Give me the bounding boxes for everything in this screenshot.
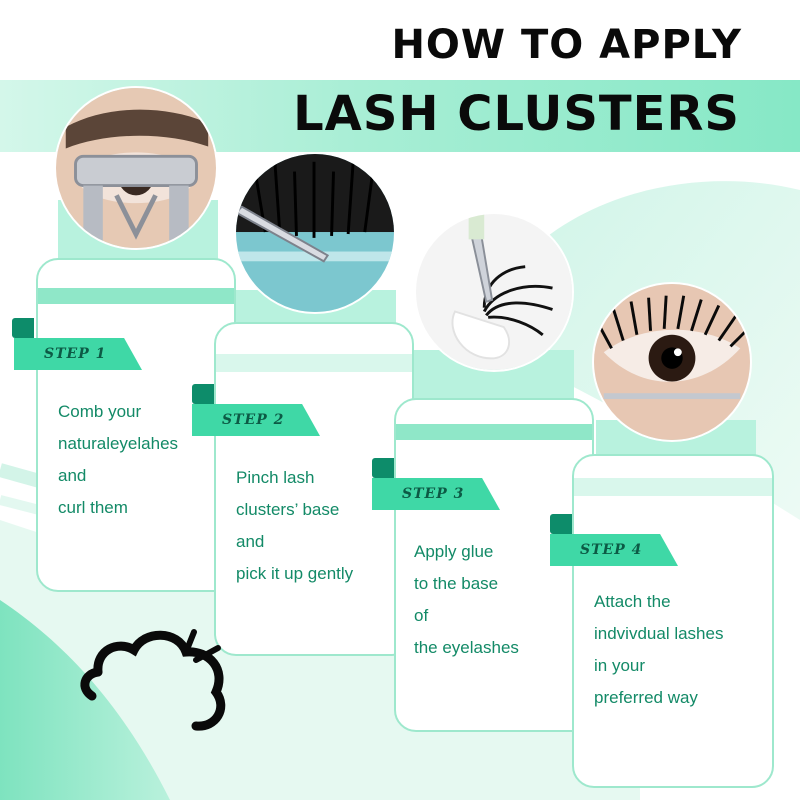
lash-tray-tweezers-photo: [234, 152, 396, 314]
cloud-doodle-icon: [80, 629, 226, 731]
step-3-banner: STEP 3: [372, 478, 500, 510]
step-1-banner: STEP 1: [14, 338, 142, 370]
step-3-instructions: Apply glue to the base of the eyelashes: [414, 536, 519, 664]
step-1-line: naturaleyelahes: [58, 434, 179, 453]
step-2-line: clusters’ base: [236, 500, 340, 519]
page-title-line-1: HOW TO APPLY: [391, 22, 742, 68]
step-4-instructions: Attach the indvivdual lashes in your pre…: [594, 586, 723, 714]
step-1-line: curl them: [58, 498, 128, 517]
step-3-line: the eyelashes: [414, 638, 519, 657]
step-3-line: to the base: [414, 574, 499, 593]
step-3-line: Apply glue: [414, 542, 494, 561]
step-2-banner: STEP 2: [192, 404, 320, 436]
step-2-instructions: Pinch lash clusters’ base and pick it up…: [236, 462, 353, 590]
step-2-tab: [192, 384, 214, 404]
step-3-line: of: [414, 606, 429, 625]
step-4-line: in your: [594, 656, 646, 675]
step-1-instructions: Comb your naturaleyelahes and curl them: [58, 396, 178, 524]
applied-lashes-eye-photo: [592, 282, 752, 442]
step-4-line: Attach the: [594, 592, 671, 611]
step-2-line: pick it up gently: [236, 564, 354, 583]
step-1-line: Comb your: [58, 402, 142, 421]
step-4-line: indvivdual lashes: [594, 624, 724, 643]
step-4-card: [572, 454, 774, 788]
step-3-tab: [372, 458, 394, 478]
step-2-line: and: [236, 532, 265, 551]
step-4-line: preferred way: [594, 688, 698, 707]
step-1-line: and: [58, 466, 87, 485]
eyelash-curler-photo: [54, 86, 218, 250]
step-2-line: Pinch lash: [236, 468, 315, 487]
page-title-line-2: LASH CLUSTERS: [293, 86, 740, 142]
step-4-tab: [550, 514, 572, 534]
step-1-tab: [12, 318, 34, 338]
step-4-banner: STEP 4: [550, 534, 678, 566]
lash-cluster-glue-photo: [414, 212, 574, 372]
